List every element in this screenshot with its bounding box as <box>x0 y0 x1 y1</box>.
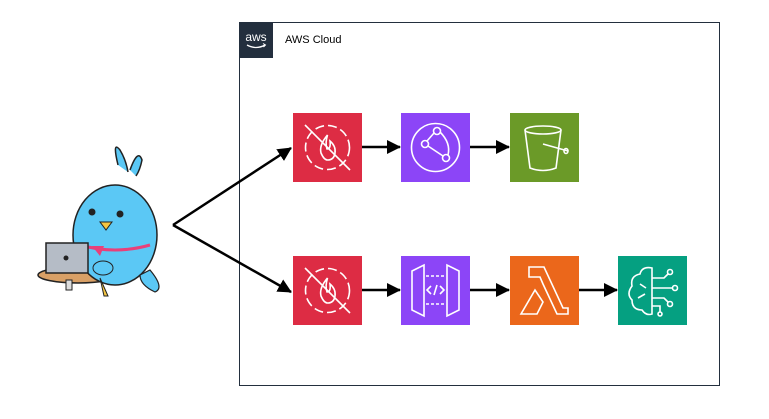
waf-icon <box>293 256 362 325</box>
svg-text:aws: aws <box>245 30 266 44</box>
user-bird-icon <box>37 146 160 297</box>
waf-icon <box>293 113 362 182</box>
lambda-icon <box>510 256 579 325</box>
aws-cloud-label: AWS Cloud <box>285 34 342 46</box>
arrow-user-to-waf-top <box>172 146 292 227</box>
s3-bucket-icon <box>510 113 579 182</box>
cloudfront-icon <box>401 113 470 182</box>
aws-logo: aws <box>239 22 273 58</box>
bedrock-icon <box>618 256 687 325</box>
aws-cloud-group <box>239 22 720 386</box>
arrow-user-to-waf-bottom <box>172 223 292 294</box>
api-gateway-icon <box>401 256 470 325</box>
